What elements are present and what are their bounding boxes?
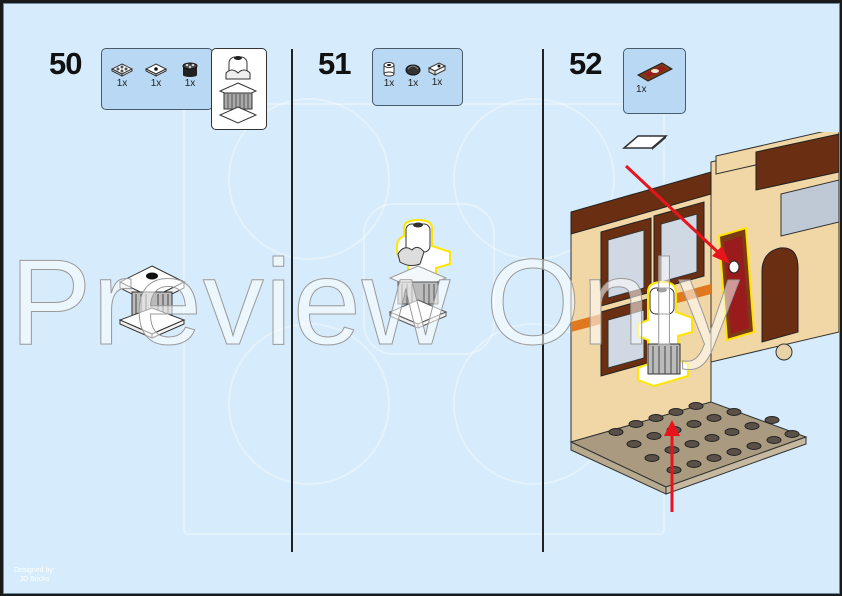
black-hair-piece-icon [405, 64, 421, 76]
step-52-room-model [569, 132, 839, 512]
credit-line-1: Designed by: [14, 567, 55, 574]
subassembly-callout [211, 48, 267, 130]
parts-list-step-50: 1x 1x 1x [101, 48, 213, 110]
pedestal-subassembly-icon [218, 56, 258, 124]
portrait-tile-placement-icon [622, 135, 669, 150]
part-quantity: 1x [431, 77, 443, 88]
part-item: 1x [425, 60, 449, 88]
white-slope-bracket-icon [427, 62, 447, 76]
part-item: 1x [630, 61, 678, 95]
designer-credit: Designed by: JD Bricks [14, 566, 55, 584]
part-quantity: 1x [407, 78, 419, 89]
step-50-pedestal-model [118, 265, 186, 339]
part-item: 1x [401, 61, 425, 89]
step-divider [542, 49, 544, 552]
step-divider [291, 49, 293, 552]
step-number-51: 51 [318, 46, 351, 81]
instruction-page: 50 1x 1x 1x [3, 3, 840, 594]
part-quantity: 1x [184, 78, 196, 89]
credit-line-2: JD Bricks [19, 576, 50, 583]
part-item: 1x [178, 61, 202, 89]
part-quantity: 1x [116, 78, 128, 89]
step-51-bust-model [388, 218, 451, 329]
part-item: 1x [377, 61, 401, 89]
part-quantity: 1x [150, 78, 162, 89]
part-item: 1x [110, 63, 134, 89]
white-tile-jumper-icon [145, 63, 167, 77]
part-quantity: 1x [383, 78, 395, 89]
part-quantity: 1x [636, 84, 647, 95]
parts-list-step-51: 1x 1x 1x [372, 48, 463, 106]
parts-list-step-52: 1x [623, 48, 686, 114]
white-plate-2x2-icon [111, 63, 133, 77]
step-number-52: 52 [569, 46, 602, 81]
white-round-brick-icon [383, 62, 395, 77]
step-number-50: 50 [49, 46, 82, 81]
black-round-brick-icon [182, 62, 198, 77]
part-item: 1x [144, 63, 168, 89]
portrait-tile-icon [636, 62, 674, 82]
